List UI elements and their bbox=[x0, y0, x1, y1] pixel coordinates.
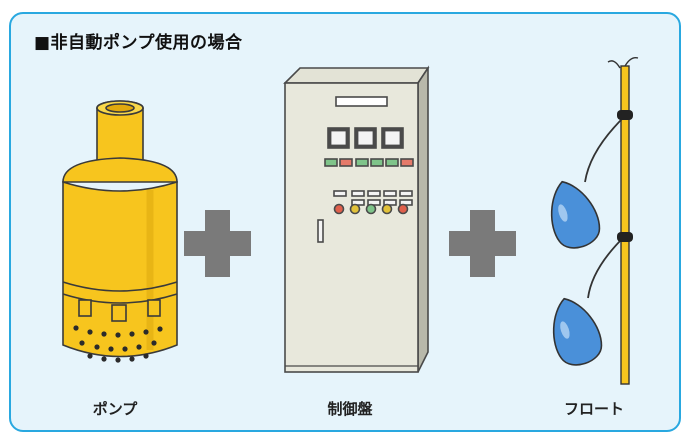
control-panel-label: 制御盤 bbox=[327, 400, 373, 418]
float-switch-label: フロート bbox=[563, 400, 625, 418]
diagram-title: ■非自動ポンプ使用の場合 bbox=[34, 33, 243, 53]
float-switch-icon bbox=[550, 57, 639, 385]
plus-icon bbox=[184, 210, 251, 277]
pump-label: ポンプ bbox=[92, 400, 138, 418]
control-panel-icon bbox=[283, 65, 430, 373]
plus-icon bbox=[449, 210, 516, 277]
submersible-pump-icon bbox=[62, 100, 178, 363]
